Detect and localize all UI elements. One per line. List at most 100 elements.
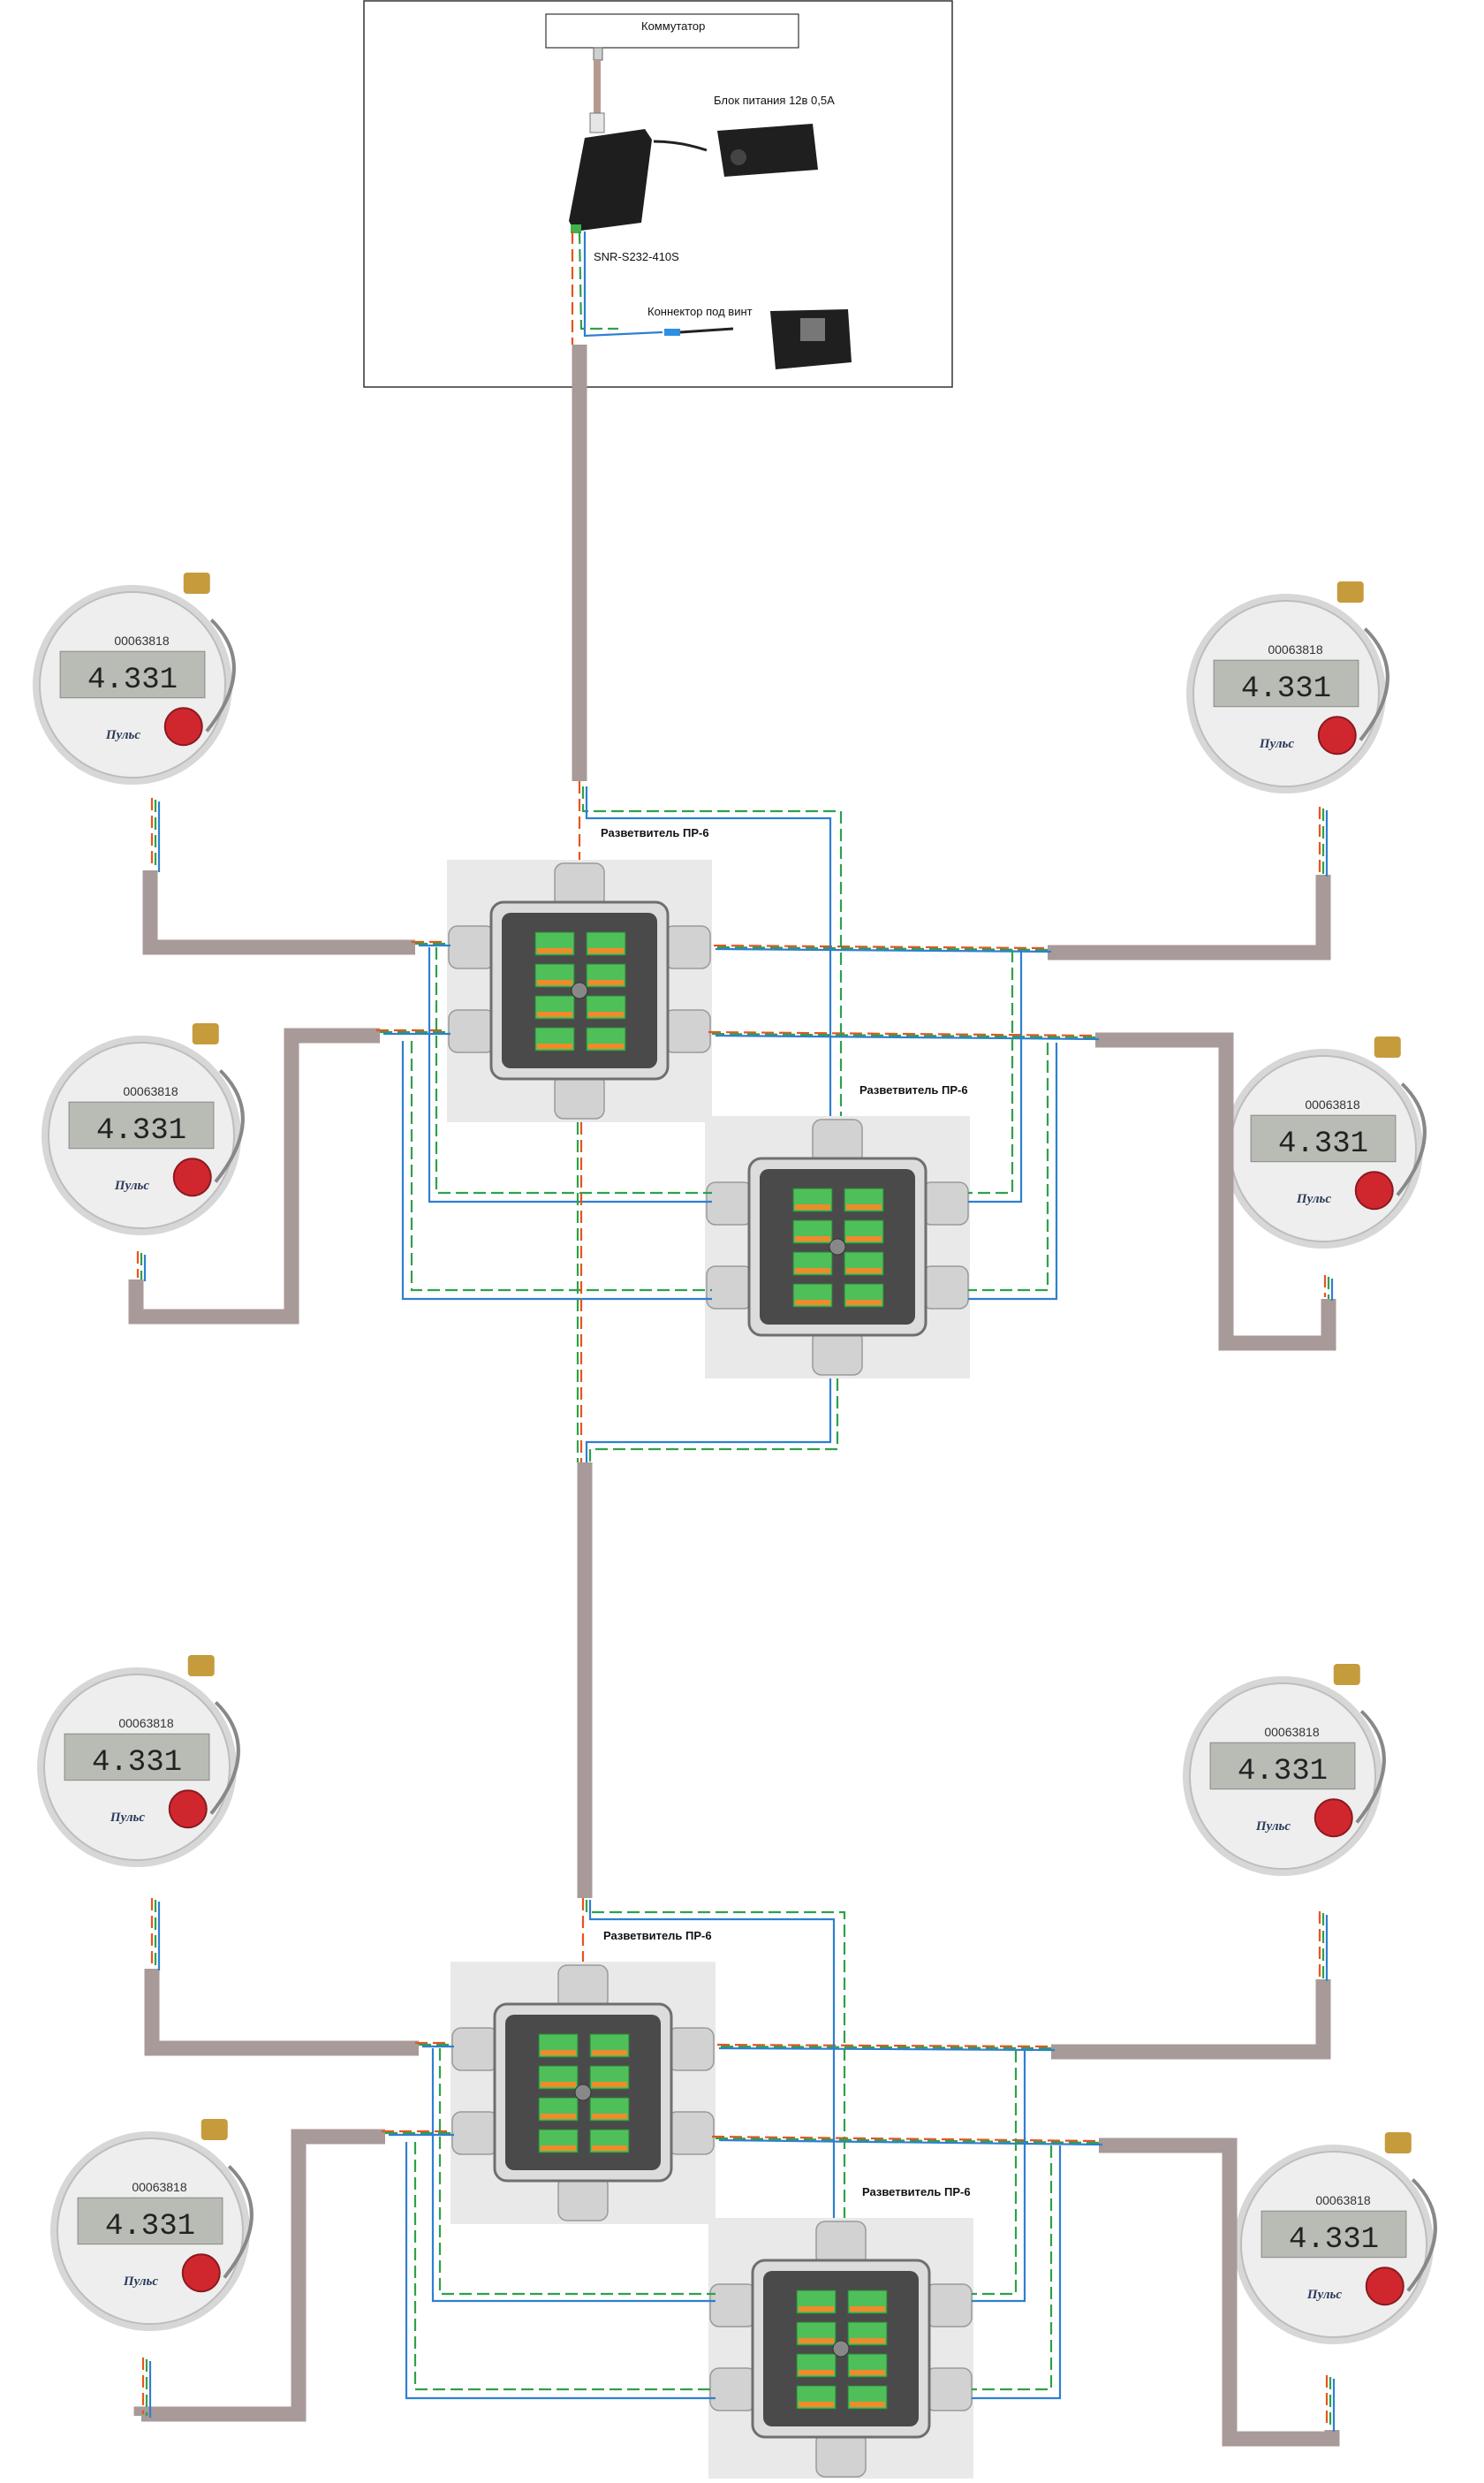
splitter-4 (708, 2218, 973, 2480)
meter-3-left-mid-serial: 00063818 (123, 1084, 178, 1098)
meter-8-right-bottom-serial: 00063818 (1315, 2193, 1371, 2207)
splitter-label-3: Разветвитель ПР-6 (603, 1929, 712, 1942)
splitter-3-gland-right-2 (667, 2111, 715, 2155)
s2-m2-blue (968, 950, 1023, 1204)
splitter-3-lever-3-1 (592, 2145, 627, 2151)
meter-3-left-mid-loop (214, 1069, 245, 1183)
conv-wire-green (578, 231, 618, 330)
splitter-2-lever-1-1 (846, 1236, 882, 1242)
meter-5-left-low-serial: 00063818 (118, 1716, 174, 1730)
meter-6-right-low-button (1314, 1798, 1353, 1838)
splitter-1-gland-right-1 (663, 925, 711, 969)
converter-terminal (571, 224, 581, 233)
meter-8-right-bottom-brass (1384, 2132, 1412, 2153)
splitter-2-lever-0-1 (846, 1204, 882, 1210)
splitter-4-lever-3-1 (850, 2402, 885, 2407)
psu-body (717, 124, 818, 177)
adapter-label (800, 318, 825, 341)
splitter-2-gland-right-2 (921, 1265, 969, 1310)
splitter-label-4: Разветвитель ПР-6 (862, 2185, 971, 2198)
meter-2-right-top-serial: 00063818 (1268, 642, 1323, 657)
meter-4-right-mid-display (1250, 1114, 1397, 1163)
splitter-1-lever-1-0 (537, 980, 572, 985)
trunk-s2-green (581, 786, 843, 1116)
cable-meter-5 (144, 1969, 419, 2056)
psu-label: Блок питания 12в 0,5А (714, 94, 835, 107)
switch-label: Коммутатор (641, 19, 706, 33)
splitter-label-1: Разветвитель ПР-6 (601, 826, 709, 839)
meter-4-right-mid-serial: 00063818 (1305, 1097, 1360, 1112)
screw-connector (664, 329, 680, 336)
meter-1-left-top-button (163, 707, 203, 747)
converter-label: SNR-S232-410S (594, 250, 679, 263)
cable-meter-2 (1048, 875, 1331, 961)
cable-meter-3 (128, 1028, 380, 1325)
meter-6-right-low-brass (1333, 1664, 1360, 1685)
splitter-4-gland-right-1 (925, 2283, 973, 2327)
splitter-4-lever-3-0 (799, 2402, 834, 2407)
patch-cable (594, 60, 601, 115)
meter-4-right-mid-loop (1396, 1082, 1427, 1196)
w-m6-1 (715, 2045, 1052, 2050)
meter-1-left-top-serial: 00063818 (114, 634, 170, 648)
psu-lead (653, 140, 708, 152)
splitter-1-gland-bottom (554, 1074, 605, 1120)
s2-m2-green (968, 950, 1014, 1195)
top-frame (363, 0, 953, 388)
s3-s4-blue-a (431, 2048, 716, 2303)
meter-6-right-low-reading: 4.331 (1238, 1755, 1328, 1788)
meter-5-left-low-button (168, 1789, 208, 1829)
s4-m6-green (972, 2050, 1018, 2296)
meter-2-right-top-brass (1336, 581, 1364, 603)
meter-7-left-bottom-reading: 4.331 (105, 2210, 195, 2244)
splitter-4-lever-2-1 (850, 2370, 885, 2375)
cable-meter-8 (1099, 2138, 1340, 2447)
meter-3-left-mid-display (68, 1101, 215, 1150)
splitter-3-lever-1-0 (541, 2082, 576, 2087)
meter-6-right-low-loop (1355, 1710, 1386, 1824)
splitter-4-lever-1-1 (850, 2338, 885, 2343)
w-m4-0 (708, 1030, 1093, 1037)
meter-8-right-bottom-brand: Пульс (1306, 2288, 1342, 2302)
splitter-1 (447, 860, 712, 1122)
splitter-4-lever-2-0 (799, 2370, 834, 2375)
cable-meter-1 (142, 870, 415, 955)
splitter-4-gland-left-1 (709, 2283, 757, 2327)
w-m4-1 (711, 1032, 1096, 1039)
splitter-1-lever-1-1 (588, 980, 624, 985)
meter-5-left-low-reading: 4.331 (92, 1746, 182, 1780)
w-m8-0 (711, 2135, 1096, 2143)
meter-4-right-mid-brass (1374, 1036, 1401, 1058)
splitter-2-lever-0-0 (795, 1204, 830, 1210)
splitter-4-lever-0-1 (850, 2306, 885, 2312)
adapter-lead (679, 327, 734, 334)
splitter-2-lever-1-0 (795, 1236, 830, 1242)
meter-3-left-mid-brass (192, 1023, 219, 1044)
splitter-3-lever-1-1 (592, 2082, 627, 2087)
screw-connector-label: Коннектор под винт (647, 305, 753, 318)
s2-trunk-green (588, 1378, 839, 1462)
splitter-4-lever-0-0 (799, 2306, 834, 2312)
meter-2-right-top-display (1213, 659, 1359, 708)
splitter-2-gland-right-1 (921, 1181, 969, 1226)
meter-2-right-top-reading: 4.331 (1241, 672, 1331, 706)
trunk-s4-green (585, 1900, 846, 2218)
splitter-2 (705, 1116, 970, 1378)
splitter-2-screw (829, 1238, 846, 1256)
splitter-3-gland-bottom (557, 2175, 609, 2221)
splitter-3-gland-left-2 (451, 2111, 499, 2155)
w-m8-2 (718, 2138, 1103, 2146)
meter-8-right-bottom-button (1365, 2267, 1404, 2306)
splitter-2-gland-left-1 (706, 1181, 753, 1226)
s3-s4-blue-b (405, 2142, 716, 2400)
splitter-2-lever-3-1 (846, 1300, 882, 1305)
meter-7-left-bottom-brand: Пульс (123, 2274, 158, 2289)
splitter-label-2: Разветвитель ПР-6 (859, 1083, 968, 1097)
s4-m8-blue (972, 2145, 1062, 2400)
splitter-1-gland-left-1 (448, 925, 496, 969)
